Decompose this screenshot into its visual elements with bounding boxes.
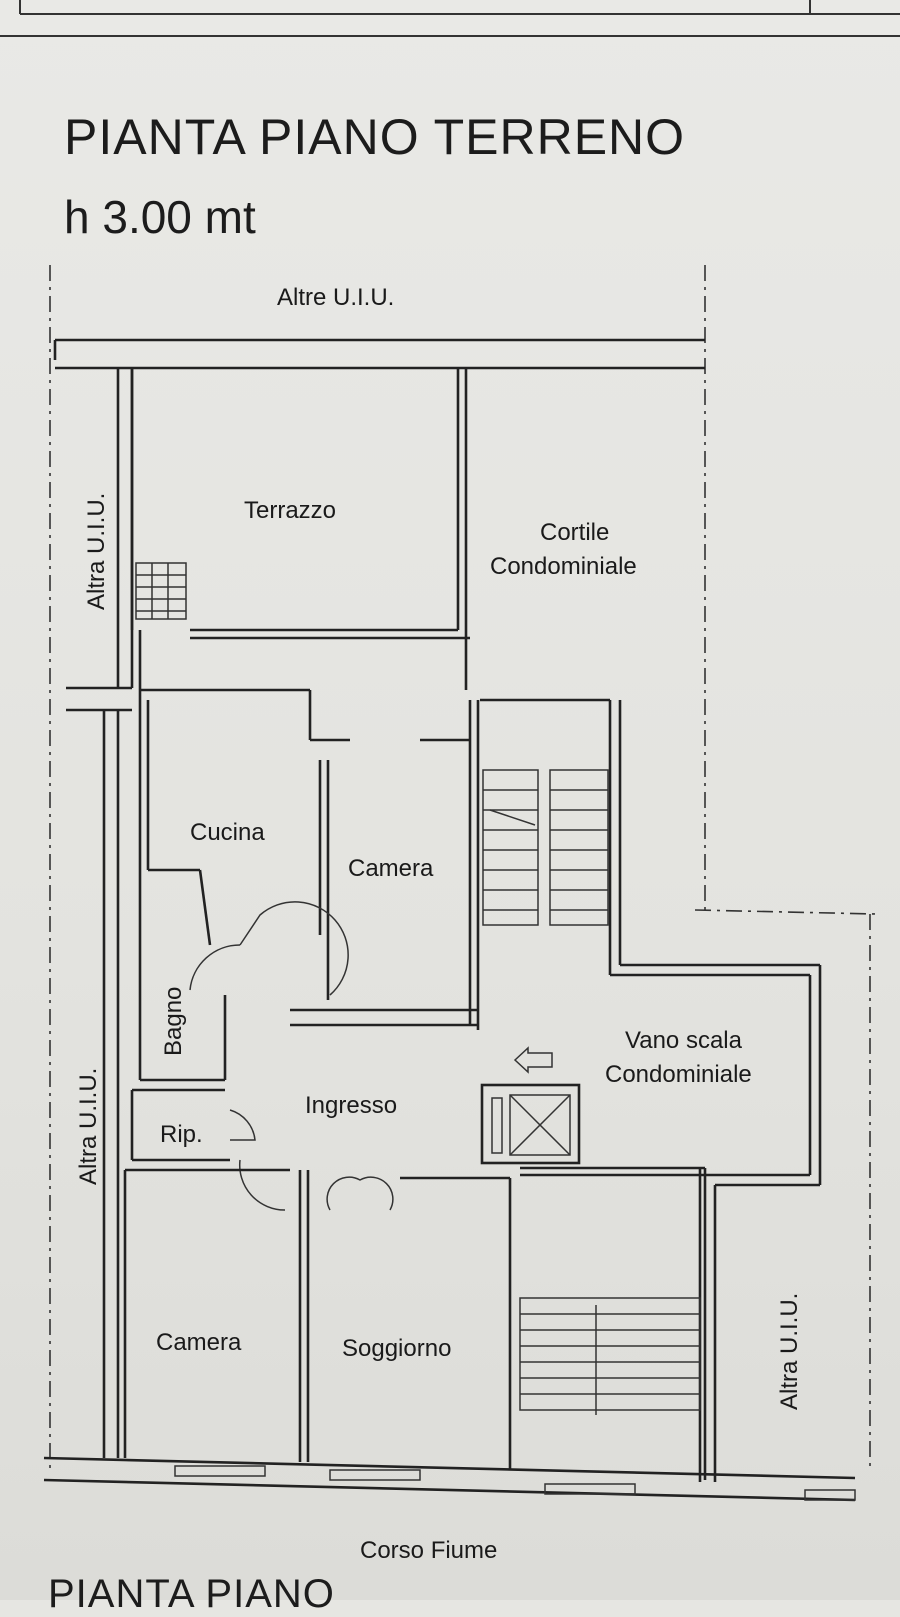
label-cortile-condominiale: Condominiale xyxy=(490,553,637,580)
label-cucina: Cucina xyxy=(190,819,265,846)
floor-height: h 3.00 mt xyxy=(64,191,256,243)
label-cortile: Cortile xyxy=(540,519,609,546)
label-ripostiglio: Rip. xyxy=(160,1121,203,1148)
label-altra-uiu-left-lower: Altra U.I.U. xyxy=(75,1068,102,1185)
label-ingresso: Ingresso xyxy=(305,1092,397,1119)
label-camera-upper: Camera xyxy=(348,855,434,882)
label-camera-lower: Camera xyxy=(156,1329,242,1356)
page-title: PIANTA PIANO TERRENO xyxy=(64,109,686,165)
label-terrazzo: Terrazzo xyxy=(244,497,336,524)
label-altra-uiu-left-upper: Altra U.I.U. xyxy=(83,493,110,610)
label-vano-scala-condominiale: Condominiale xyxy=(605,1061,752,1088)
walls xyxy=(43,338,856,1502)
label-corso-fiume: Corso Fiume xyxy=(360,1537,497,1564)
property-boundaries xyxy=(49,265,877,1470)
next-page-title-partial: PIANTA PIANO xyxy=(48,1572,335,1616)
top-frame-lines xyxy=(0,0,900,37)
label-altra-uiu-right: Altra U.I.U. xyxy=(776,1293,803,1410)
label-bagno: Bagno xyxy=(160,987,187,1056)
label-soggiorno: Soggiorno xyxy=(342,1335,451,1362)
label-vano-scala: Vano scala xyxy=(625,1027,743,1054)
label-altre-uiu-top: Altre U.I.U. xyxy=(277,284,394,311)
